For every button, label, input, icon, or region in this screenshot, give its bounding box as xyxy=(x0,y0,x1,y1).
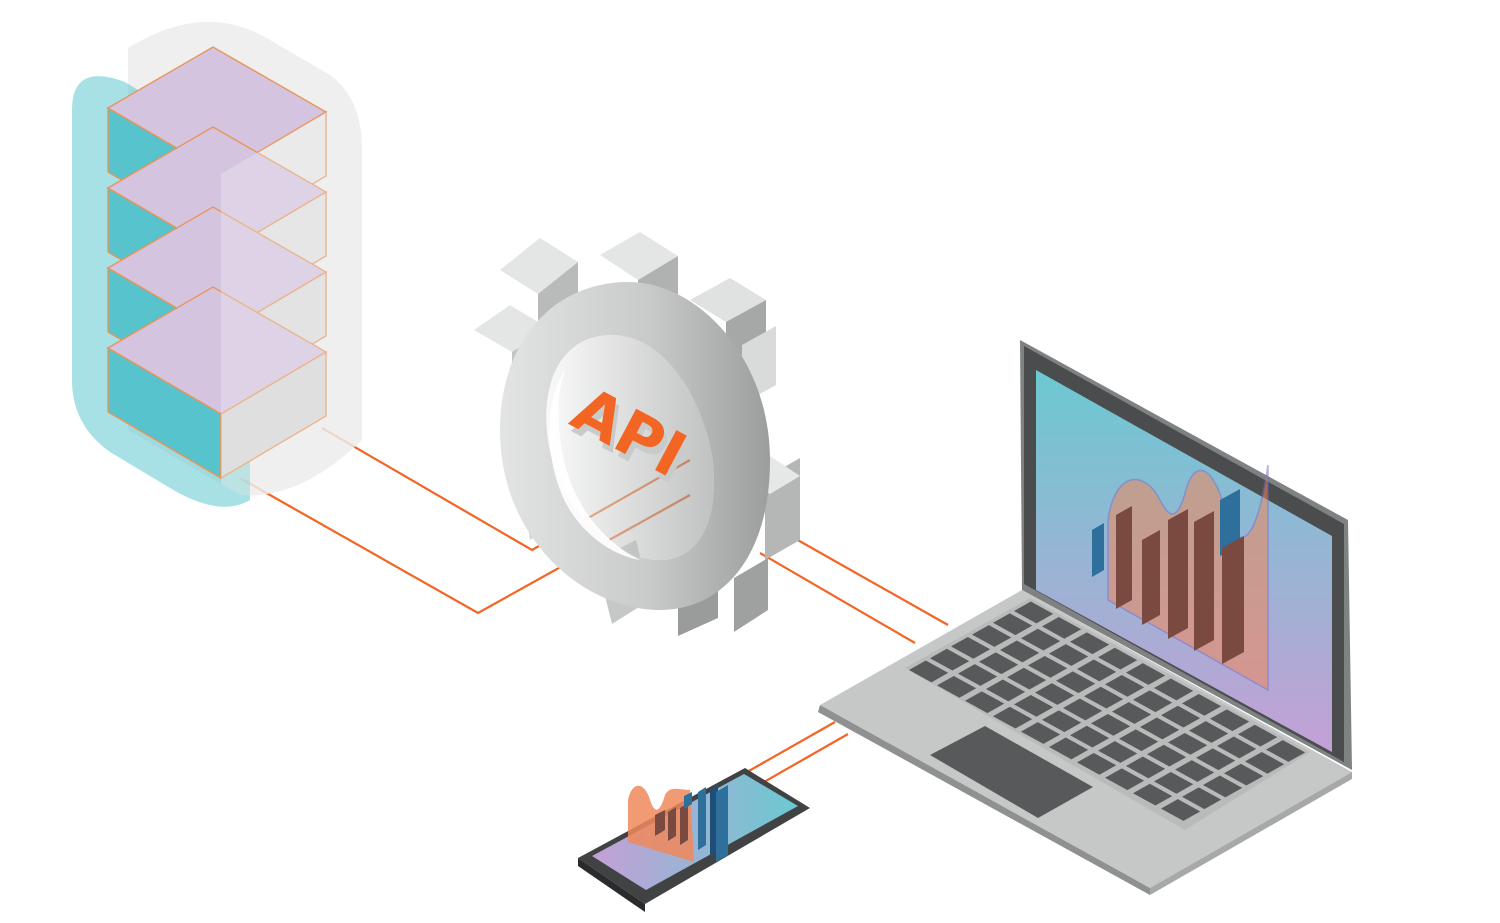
keyboard-key xyxy=(1245,751,1285,774)
server-glass-overlay xyxy=(221,110,362,496)
laptop-chart-bar xyxy=(1116,506,1132,609)
keyboard-key xyxy=(1098,741,1138,763)
connector-gear-laptop-lower xyxy=(759,552,916,644)
keyboard-key xyxy=(1126,663,1166,685)
keyboard-key xyxy=(1014,694,1054,717)
keyboard-key xyxy=(1266,740,1306,762)
keyboard-key xyxy=(1098,647,1138,670)
database-server-icon xyxy=(72,21,362,507)
keyboard-key xyxy=(1175,760,1215,782)
keyboard-key xyxy=(1021,722,1061,744)
laptop-base-edge-right xyxy=(1150,772,1352,895)
gear-body xyxy=(500,282,770,610)
laptop-chart-bar xyxy=(1220,489,1240,556)
keyboard-key xyxy=(1070,725,1110,748)
keyboard-key xyxy=(986,679,1026,702)
keyboard-key xyxy=(1077,659,1117,682)
keyboard-key xyxy=(1105,674,1145,697)
keyboard-key xyxy=(1021,628,1061,651)
phone-chart-bar xyxy=(668,807,676,841)
keyboard-key xyxy=(1112,702,1152,724)
keyboard-key xyxy=(1182,787,1222,810)
connector-gear-laptop-upper xyxy=(779,529,949,626)
keyboard-key xyxy=(1140,717,1180,740)
laptop-touchpad xyxy=(930,726,1093,818)
keyboard-key xyxy=(979,652,1019,675)
server-unit-4 xyxy=(106,286,328,480)
phone-chart-bar xyxy=(655,810,665,836)
keyboard-key xyxy=(1238,724,1278,747)
keyboard-key xyxy=(1154,771,1194,794)
connector-laptop-phone-upper xyxy=(739,721,836,777)
phone-body-edge xyxy=(578,858,645,912)
keyboard-key xyxy=(1203,775,1243,798)
keyboard-key xyxy=(1182,693,1222,716)
keyboard-key xyxy=(1063,698,1103,721)
laptop-chart-bar xyxy=(1168,509,1188,639)
keyboard-key xyxy=(930,648,970,671)
keyboard-key xyxy=(937,675,977,698)
keyboard-key xyxy=(1217,736,1257,759)
keyboard-key xyxy=(993,613,1033,636)
keyboard-key xyxy=(1161,799,1201,821)
keyboard-key xyxy=(909,660,949,683)
keyboard-key xyxy=(1042,616,1082,639)
keyboard-key xyxy=(1161,705,1201,728)
phone-chart-bar xyxy=(684,792,692,809)
keyboard-key xyxy=(972,625,1012,647)
phone-chart-bar xyxy=(680,803,688,845)
laptop-base-edge xyxy=(818,705,1150,895)
keyboard-key xyxy=(1056,671,1096,694)
keyboard-key xyxy=(965,691,1005,714)
laptop-chart-bar xyxy=(1194,511,1214,651)
keyboard-key xyxy=(1147,744,1187,767)
phone-chart-bar xyxy=(716,785,728,862)
phone-chart-bar xyxy=(698,787,706,850)
keyboard-key xyxy=(1133,783,1173,806)
keyboard-key xyxy=(1168,732,1208,755)
keyboard-key xyxy=(1210,709,1250,732)
keyboard-key xyxy=(958,664,998,686)
gear-hole-highlight xyxy=(549,370,640,560)
laptop-chart-bar xyxy=(1092,523,1104,577)
gear-hole-inner xyxy=(546,335,715,560)
keyboard-key xyxy=(1077,752,1117,775)
keyboard-key xyxy=(1007,667,1047,690)
laptop-chart-bar xyxy=(1222,536,1244,664)
laptop-chart-bar xyxy=(1142,530,1160,625)
keyboard-key xyxy=(1196,748,1236,771)
keyboard-key xyxy=(1091,713,1131,736)
phone-screen-chart xyxy=(628,785,728,862)
keyboard-key xyxy=(1105,768,1145,791)
keyboard-key xyxy=(1028,655,1068,678)
keyboard-key xyxy=(1224,763,1264,786)
laptop-screen-chart xyxy=(1092,464,1269,692)
phone-screen xyxy=(592,774,798,890)
laptop-icon xyxy=(818,340,1352,895)
keyboard-key xyxy=(1014,601,1054,624)
keyboard-key xyxy=(1189,721,1229,743)
keyboard-key xyxy=(1126,756,1166,779)
keyboard-key xyxy=(1049,737,1089,760)
keyboard-key xyxy=(1133,690,1173,713)
connector-laptop-phone-lower xyxy=(749,733,849,791)
keyboard-key xyxy=(1035,683,1075,705)
keyboard-key xyxy=(1000,640,1040,663)
laptop-keyboard xyxy=(905,598,1310,830)
gear-icon: API API xyxy=(474,232,800,636)
keyboard-key xyxy=(1042,710,1082,733)
smartphone-icon xyxy=(578,768,810,912)
keyboard-key xyxy=(1154,678,1194,701)
keyboard-key xyxy=(1084,686,1124,709)
keyboard-key xyxy=(1119,729,1159,752)
laptop-chart-bars xyxy=(1092,489,1244,664)
keyboard-key xyxy=(993,706,1033,729)
keyboard-key xyxy=(951,636,991,659)
keyboard-key xyxy=(1070,632,1110,655)
keyboard-key xyxy=(1049,644,1089,666)
